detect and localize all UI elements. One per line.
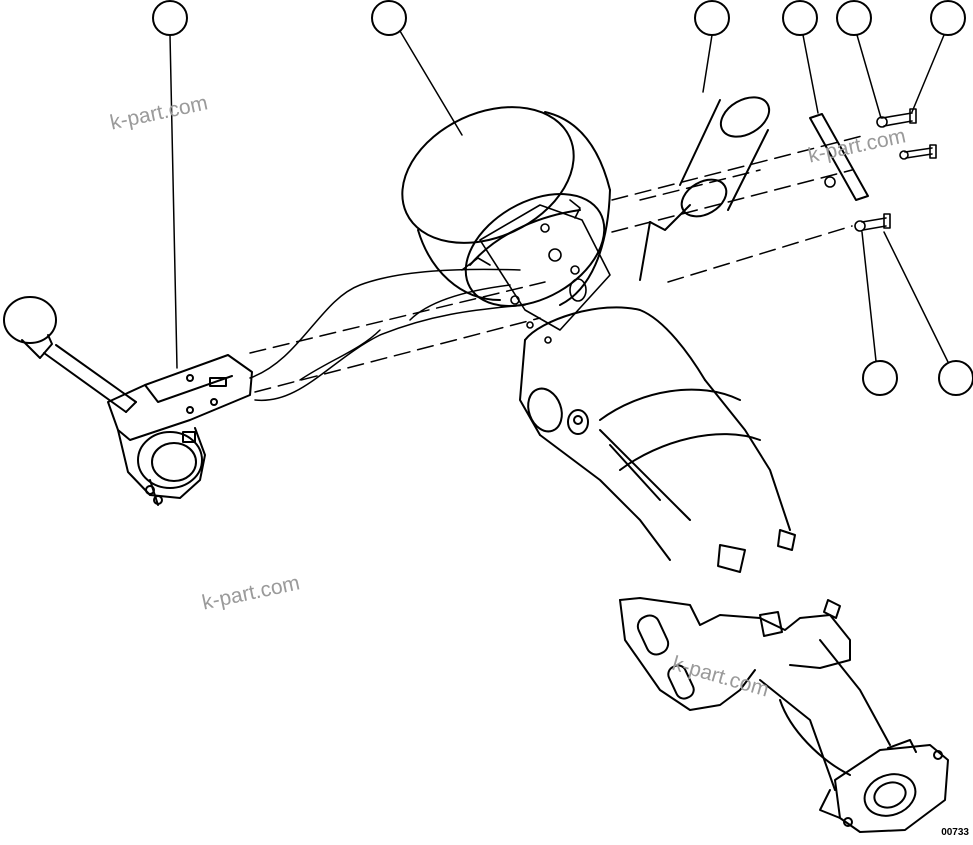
callout-balloon-screw-top (911, 0, 966, 113)
bracket-plate (809, 113, 869, 201)
column-cover (401, 106, 611, 307)
column-mechanism (461, 199, 611, 344)
washer-mid (824, 176, 836, 188)
assembly-lines (249, 134, 867, 393)
callout-balloon-grip-sleeve (694, 0, 730, 93)
mounting-bracket (619, 529, 851, 711)
callout-balloon-bracket-plate (782, 0, 819, 114)
lever-housing (107, 354, 253, 506)
lever-rod (43, 344, 137, 413)
lower-shaft (759, 639, 891, 791)
drawing-number: 00733 (941, 827, 969, 838)
callout-balloon-screw-bottom (883, 231, 973, 396)
wiring-harness (249, 268, 526, 402)
shift-lever-assembly (3, 296, 253, 506)
fasteners (824, 108, 937, 232)
grip-sleeve (639, 96, 771, 281)
lever-knob (3, 296, 57, 359)
column-tube (519, 306, 791, 561)
callout-balloon-washer-top (836, 0, 882, 119)
mounting-flange (819, 739, 949, 833)
callout-balloons (152, 0, 973, 396)
callout-balloon-shift-lever (152, 0, 188, 369)
screw-mid (899, 144, 937, 160)
screw-top (876, 108, 917, 128)
callout-balloon-column-cover (371, 0, 463, 136)
callout-balloon-washer-bottom (861, 231, 898, 396)
screw-bottom (854, 213, 891, 232)
